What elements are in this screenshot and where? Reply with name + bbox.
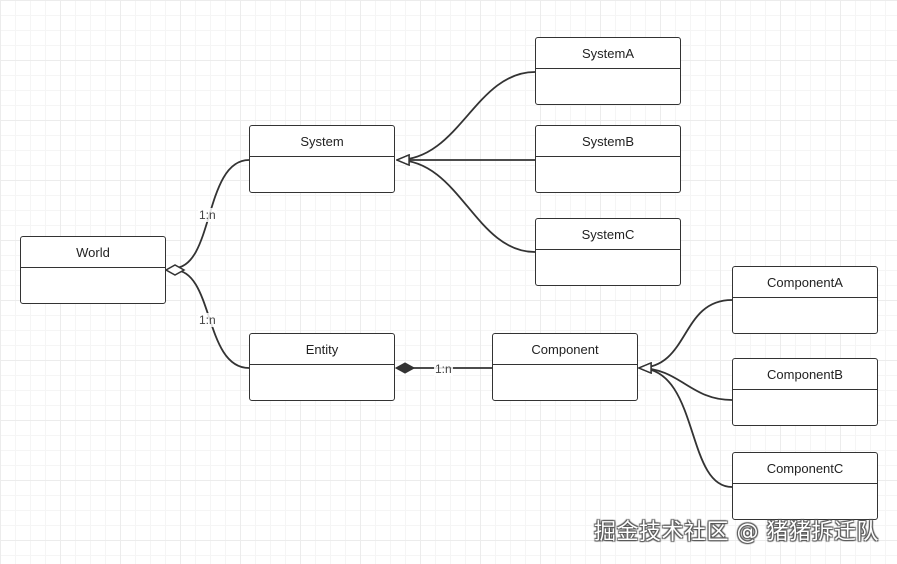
class-world-name: World bbox=[21, 237, 165, 268]
componentA-inherits-component bbox=[639, 299, 733, 368]
class-componentA[interactable]: ComponentA bbox=[732, 266, 878, 334]
watermark: 掘金技术社区 @ 猪猪拆迁队 bbox=[594, 520, 879, 545]
multiplicity-world-system: 1:n bbox=[198, 208, 217, 222]
componentC-inherits-component bbox=[639, 368, 733, 488]
aggregation-diamond bbox=[164, 264, 186, 276]
class-componentB-name: ComponentB bbox=[733, 359, 877, 390]
componentB-inherits-component bbox=[639, 368, 733, 401]
class-systemC[interactable]: SystemC bbox=[535, 218, 681, 286]
composition-diamond bbox=[394, 362, 416, 374]
class-systemB[interactable]: SystemB bbox=[535, 125, 681, 193]
class-component[interactable]: Component bbox=[492, 333, 638, 401]
class-systemC-name: SystemC bbox=[536, 219, 680, 250]
class-system-name: System bbox=[250, 126, 394, 157]
class-systemB-name: SystemB bbox=[536, 126, 680, 157]
multiplicity-world-entity: 1:n bbox=[198, 313, 217, 327]
class-entity-name: Entity bbox=[250, 334, 394, 365]
class-entity[interactable]: Entity bbox=[249, 333, 395, 401]
class-systemA[interactable]: SystemA bbox=[535, 37, 681, 105]
systemA-inherits-system bbox=[397, 71, 536, 160]
class-componentA-name: ComponentA bbox=[733, 267, 877, 298]
systemC-inherits-system bbox=[397, 160, 536, 253]
class-systemA-name: SystemA bbox=[536, 38, 680, 69]
class-componentC[interactable]: ComponentC bbox=[732, 452, 878, 520]
class-componentC-name: ComponentC bbox=[733, 453, 877, 484]
class-system[interactable]: System bbox=[249, 125, 395, 193]
class-world[interactable]: World bbox=[20, 236, 166, 304]
multiplicity-entity-component: 1:n bbox=[434, 362, 453, 376]
class-component-name: Component bbox=[493, 334, 637, 365]
class-componentB[interactable]: ComponentB bbox=[732, 358, 878, 426]
